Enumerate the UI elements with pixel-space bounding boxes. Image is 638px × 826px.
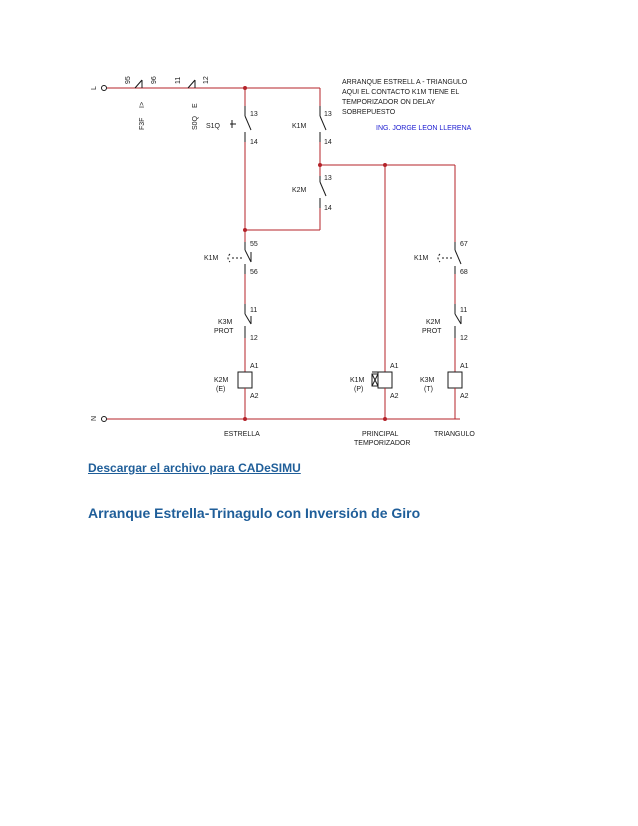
svg-text:K3M: K3M	[218, 319, 233, 326]
svg-text:F3F: F3F	[139, 118, 146, 130]
svg-text:ARRANQUE ESTRELL A - TRIANGULO: ARRANQUE ESTRELL A - TRIANGULO	[342, 79, 468, 86]
bottom-supply-rail: N	[91, 416, 460, 422]
svg-text:A1: A1	[390, 363, 399, 370]
svg-text:I>: I>	[139, 102, 146, 108]
svg-text:96: 96	[151, 76, 158, 84]
svg-text:68: 68	[460, 269, 468, 276]
svg-text:11: 11	[460, 307, 467, 314]
svg-text:14: 14	[250, 139, 258, 146]
label-principal: PRINCIPAL	[362, 431, 399, 438]
k2m-hold-contact: K2M 13 14	[292, 175, 332, 212]
supply-l-label: L	[91, 86, 98, 90]
svg-text:K3M: K3M	[420, 377, 435, 384]
svg-text:55: 55	[250, 241, 258, 248]
ladder-diagram: L N 95 96 I> F3F 11 12 E S0Q S1Q 13 14	[91, 76, 475, 447]
k3m-prot-contact: K3M PROT 11 12	[214, 304, 258, 342]
k1m-hold-contact: K1M 13 14	[292, 106, 332, 146]
coil-k3m: A1 A2 K3M (T)	[420, 363, 469, 400]
svg-text:67: 67	[460, 241, 468, 248]
svg-text:A2: A2	[460, 393, 469, 400]
svg-text:A2: A2	[250, 393, 259, 400]
svg-text:13: 13	[324, 111, 332, 118]
svg-text:11: 11	[175, 77, 182, 84]
svg-text:13: 13	[324, 175, 332, 182]
svg-text:SOBREPUESTO: SOBREPUESTO	[342, 109, 396, 116]
svg-text:A1: A1	[250, 363, 259, 370]
k1m-no-contact: K1M 67 68	[414, 241, 468, 276]
svg-text:K1M: K1M	[414, 255, 429, 262]
svg-text:A2: A2	[390, 393, 399, 400]
k2m-prot-contact: K2M PROT 11 12	[422, 304, 468, 342]
svg-text:12: 12	[460, 335, 468, 342]
svg-text:14: 14	[324, 205, 332, 212]
diagram-note: ARRANQUE ESTRELL A - TRIANGULO AQUI EL C…	[342, 79, 472, 132]
section-heading: Arranque Estrella-Trinagulo con Inversió…	[88, 505, 421, 521]
svg-text:13: 13	[250, 111, 258, 118]
svg-text:PROT: PROT	[214, 328, 234, 335]
svg-text:PROT: PROT	[422, 328, 442, 335]
label-triangulo: TRIANGULO	[434, 431, 475, 438]
svg-text:56: 56	[250, 269, 258, 276]
f3f-contact: 95 96 I> F3F	[125, 76, 158, 130]
s1q-contact: S1Q 13 14	[206, 106, 258, 146]
svg-text:K1M: K1M	[292, 123, 307, 130]
label-estrella: ESTRELLA	[224, 431, 260, 438]
svg-text:AQUI EL CONTACTO K1M TIENE EL: AQUI EL CONTACTO K1M TIENE EL	[342, 89, 459, 96]
author-label: ING. JORGE LEON LLERENA	[376, 125, 472, 132]
svg-text:(P): (P)	[354, 386, 363, 393]
coil-k2m: A1 A2 K2M (E)	[214, 363, 259, 400]
svg-text:(E): (E)	[216, 386, 225, 393]
top-supply-rail: L	[91, 85, 320, 91]
svg-text:A1: A1	[460, 363, 469, 370]
svg-text:K2M: K2M	[214, 377, 229, 384]
download-cadesimu-link[interactable]: Descargar el archivo para CADeSIMU	[88, 461, 301, 475]
svg-text:14: 14	[324, 139, 332, 146]
k1m-nc-contact: K1M 55 56	[204, 230, 258, 276]
svg-text:K2M: K2M	[426, 319, 441, 326]
svg-text:11: 11	[250, 307, 257, 314]
svg-text:(T): (T)	[424, 386, 433, 393]
s0q-contact: 11 12 E S0Q	[175, 76, 210, 130]
svg-text:12: 12	[203, 76, 210, 84]
svg-text:95: 95	[125, 76, 132, 84]
svg-text:K1M: K1M	[350, 377, 365, 384]
svg-text:TEMPORIZADOR ON DELAY: TEMPORIZADOR ON DELAY	[342, 99, 436, 106]
label-temporizador: TEMPORIZADOR	[354, 440, 410, 447]
svg-text:K2M: K2M	[292, 187, 307, 194]
svg-text:12: 12	[250, 335, 258, 342]
svg-text:K1M: K1M	[204, 255, 219, 262]
coil-k1m: A1 A2 K1M (P)	[350, 363, 399, 400]
svg-text:S1Q: S1Q	[206, 123, 221, 130]
svg-text:S0Q: S0Q	[192, 115, 199, 130]
svg-text:E: E	[192, 103, 199, 108]
supply-n-label: N	[91, 416, 98, 421]
